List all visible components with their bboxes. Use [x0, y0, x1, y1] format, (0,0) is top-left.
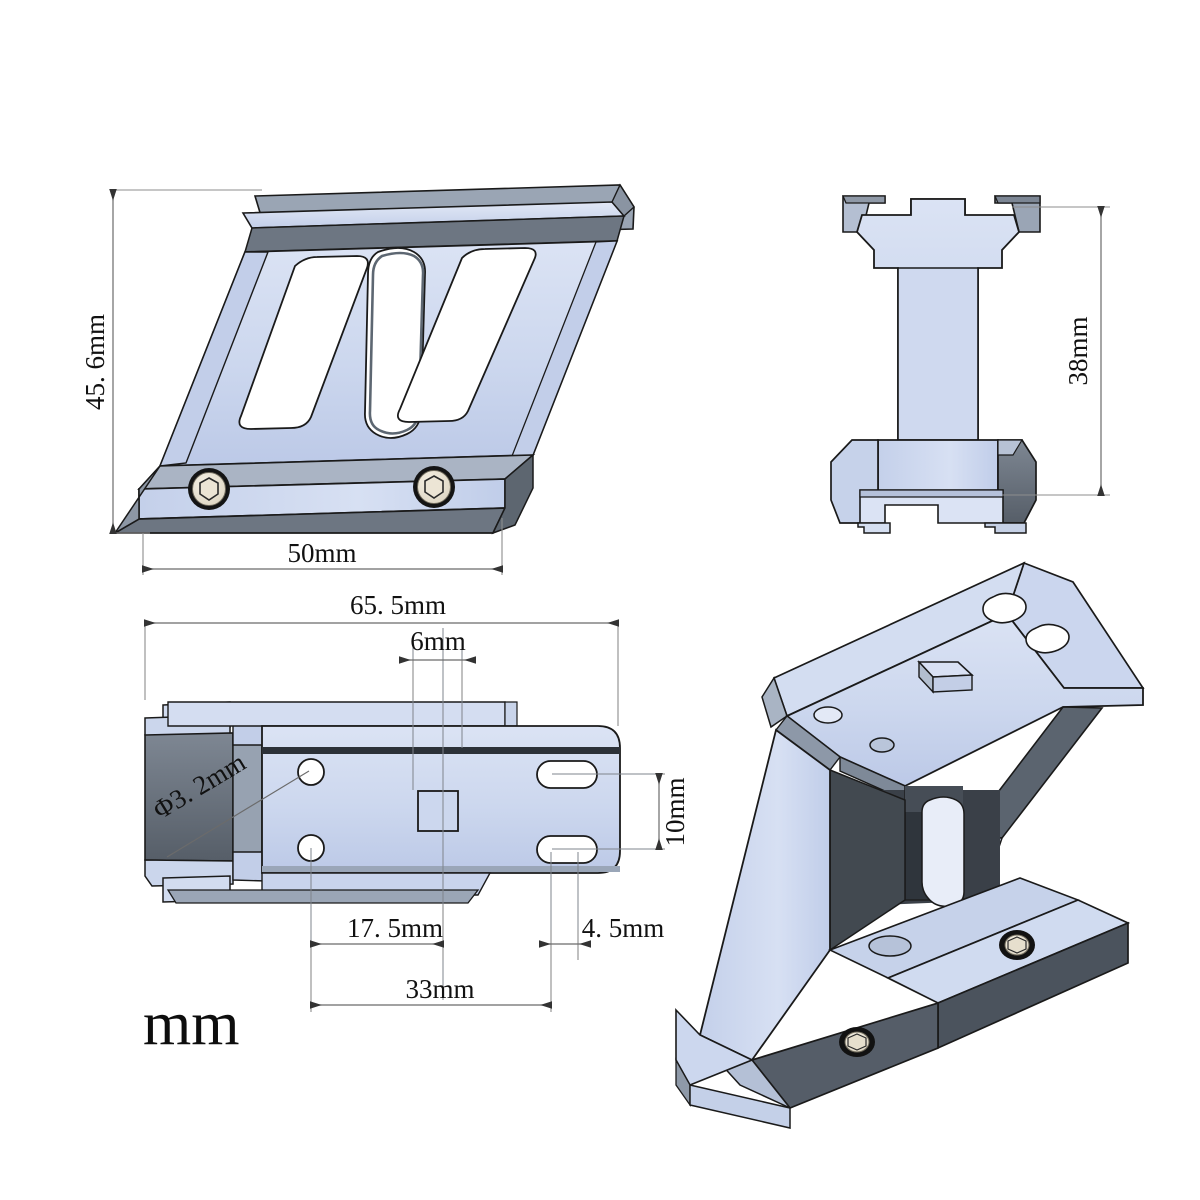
front-elevation-view: 38mm: [830, 195, 1110, 534]
front-top-left-flange-top: [842, 195, 886, 204]
plan-lower-skirt-dark: [166, 889, 480, 904]
plan-bottom-edge-shadow: [262, 866, 620, 872]
leader-line: [166, 770, 310, 858]
dim-label-10mm: 10mm: [660, 777, 690, 846]
front-rail-undercut-shadow: [859, 489, 1004, 498]
side-base-right-wedge: [491, 453, 534, 535]
plan-hole-upper-left: [297, 758, 325, 786]
side-cutout-left: [238, 255, 369, 430]
iso-front-leg: [698, 728, 831, 1062]
dim-6mm: 6mm: [398, 626, 477, 700]
front-neck: [897, 267, 979, 441]
side-screw-right: [413, 466, 455, 508]
dim-label-65-5mm: 65. 5mm: [350, 590, 446, 620]
dim-17-5mm: 17. 5mm: [309, 905, 445, 960]
plan-upper-back-step: [504, 701, 518, 727]
iso-square-boss-front: [932, 674, 973, 693]
dim-label-4-5mm: 4. 5mm: [582, 913, 665, 943]
side-base-left-wedge: [114, 465, 161, 534]
iso-hole-lower-1: [868, 935, 912, 957]
iso-hole-upper-2: [869, 737, 895, 753]
side-cutout-right: [397, 247, 537, 423]
dim-label-17-5mm: 17. 5mm: [347, 913, 443, 943]
side-elevation-view: 45. 6mm 50mm: [80, 183, 635, 575]
plan-upper-back-strip: [167, 701, 506, 727]
side-left-edge: [158, 251, 270, 467]
dim-4-5mm: 4. 5mm: [538, 913, 665, 960]
dim-50mm: 50mm: [141, 518, 504, 575]
side-screw-left: [188, 468, 230, 510]
iso-screw-front: [839, 1027, 875, 1057]
iso-slot-hole-1: [982, 592, 1027, 624]
dim-label-6mm: 6mm: [410, 626, 466, 656]
front-foot-right: [984, 522, 1027, 534]
plan-center-boss: [417, 790, 459, 832]
dim-label-50mm: 50mm: [287, 538, 356, 568]
plan-view: 65. 5mm 6mm Φ3. 2mm 10mm 17. 5mm: [143, 590, 690, 1012]
dim-33mm: 33mm: [309, 960, 553, 1012]
dim-38mm: 38mm: [1002, 205, 1110, 497]
dim-label-45-6mm: 45. 6mm: [80, 314, 110, 410]
iso-hole-upper-1: [813, 706, 843, 724]
side-center-slot-depth: [368, 251, 425, 435]
iso-slot-hole-2: [1025, 623, 1070, 654]
iso-screw-right: [999, 930, 1035, 960]
dim-label-33mm: 33mm: [405, 974, 474, 1004]
iso-inner-slot: [921, 796, 965, 908]
dim-65-5mm: 65. 5mm: [143, 590, 620, 726]
front-top-right-flange-top: [994, 195, 1041, 204]
dim-label-38mm: 38mm: [1063, 316, 1093, 385]
front-foot-left: [857, 522, 891, 534]
front-base-right-top: [997, 439, 1024, 456]
unit-note-label: mm: [143, 990, 239, 1058]
iso-base-bottom-rail: [689, 1084, 791, 1129]
isometric-view: [675, 561, 1145, 1129]
iso-rail-top-left-edge: [761, 676, 788, 729]
plan-top-edge-shadow: [262, 747, 620, 754]
dim-10mm: 10mm: [655, 772, 690, 851]
side-top-rail-end: [611, 183, 635, 218]
iso-base-foot-left: [675, 1008, 754, 1087]
dim-45-6mm: 45. 6mm: [80, 188, 262, 535]
